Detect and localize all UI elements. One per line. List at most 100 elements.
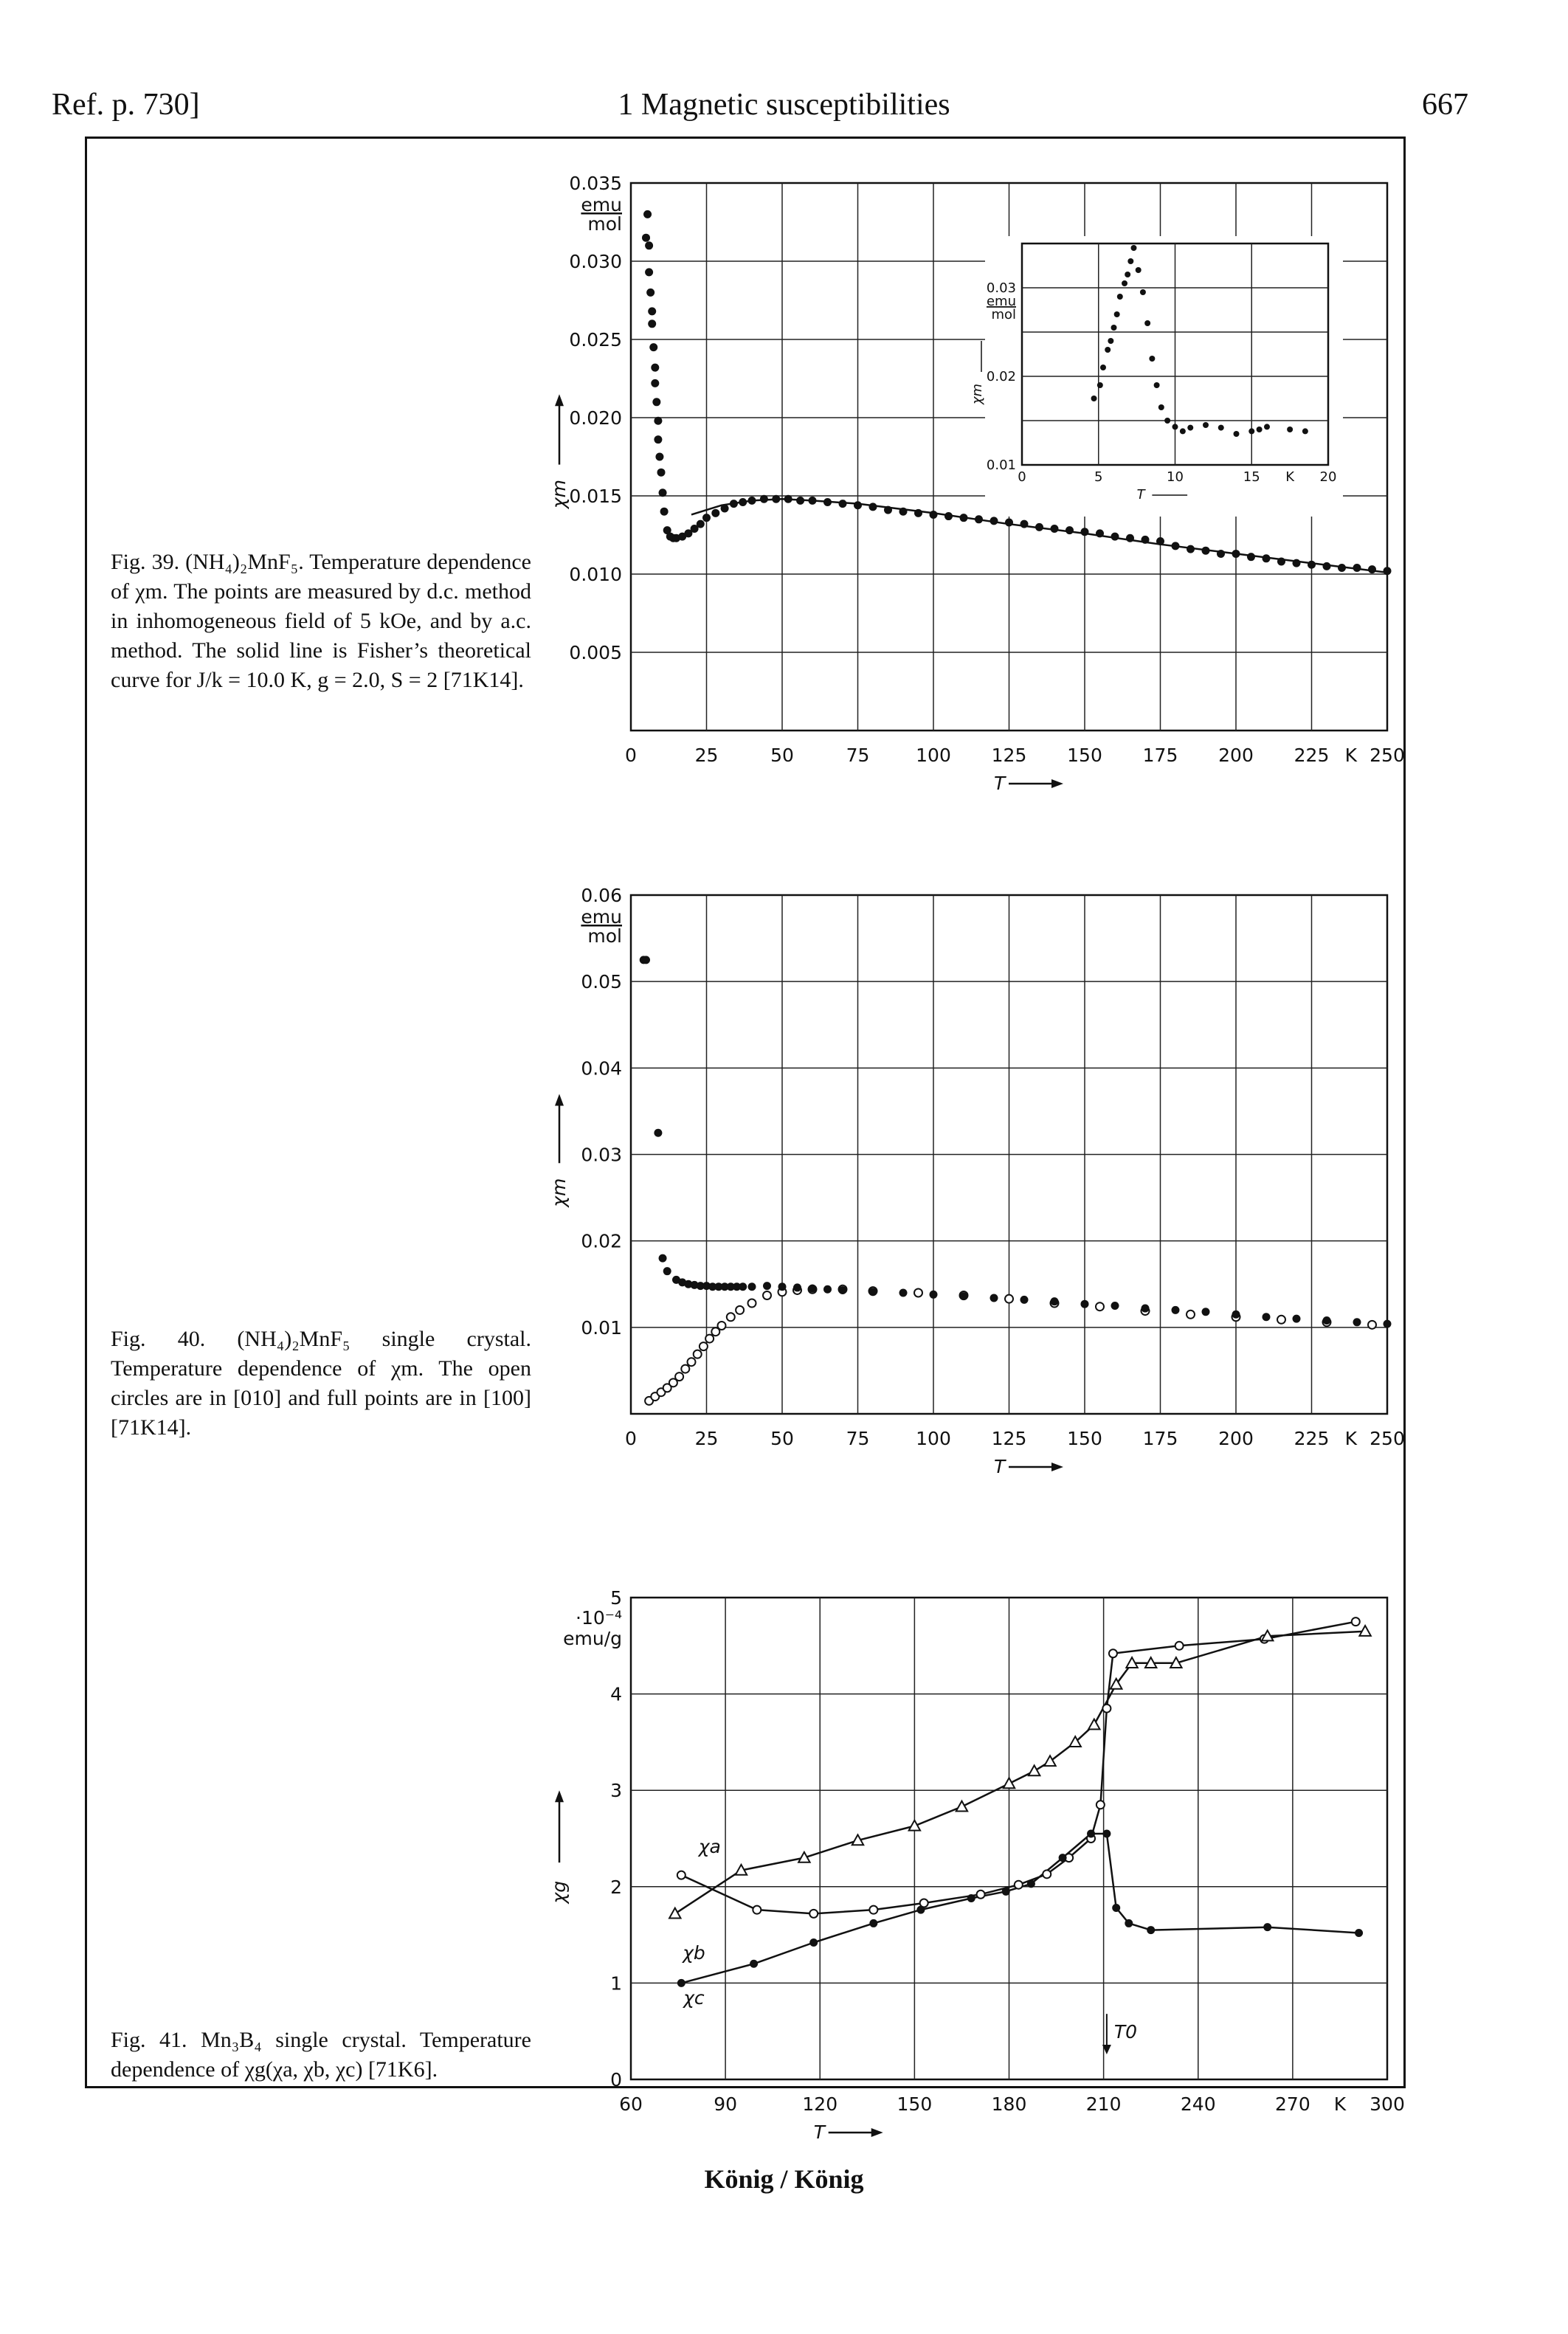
fig39-data-point — [1277, 557, 1285, 566]
fig39-data-point — [651, 379, 660, 387]
fig39-data-point — [1171, 542, 1180, 550]
caption-fig41: Fig. 41. Mn₃B₄ single crystal. Temperatu… — [111, 2028, 531, 2082]
fig40-xtick: 225 — [1294, 1428, 1330, 1449]
fig41-point-chib — [1068, 1735, 1082, 1748]
fig39-data-point — [1322, 562, 1331, 570]
fig39-xtick: 200 — [1218, 745, 1254, 766]
fig40-open-point — [698, 1342, 708, 1352]
fig41-ytick: 3 — [610, 1780, 622, 1801]
fig40-filled-point — [763, 1282, 771, 1291]
fig41-ytick: 0 — [610, 2069, 622, 2090]
fig39-inset-point — [1203, 422, 1209, 428]
fig40-filled-point — [1111, 1302, 1119, 1311]
fig39-inset-point — [1108, 338, 1114, 344]
fig39-data-point — [854, 501, 862, 510]
fig39-inset-point — [1122, 280, 1128, 286]
fig40-xtick: 50 — [770, 1428, 794, 1449]
fig39-y-arrow-head — [555, 394, 564, 407]
fig39-data-point — [1232, 549, 1240, 558]
fig39-inset-yunit: mol — [991, 307, 1016, 322]
fig41-point-chia — [868, 1905, 879, 1915]
fig40-filled-point — [1171, 1305, 1180, 1314]
fig41-point-chib — [1002, 1776, 1016, 1789]
fig41-xlabel: T — [814, 2121, 826, 2143]
fig40-filled-point — [1020, 1295, 1029, 1304]
fig41-point-chic — [1355, 1928, 1364, 1937]
fig41-xtick: 270 — [1275, 2093, 1310, 2115]
fig41-yunit-0: ·10⁻⁴ — [576, 1607, 622, 1629]
fig40-open-point — [711, 1327, 721, 1337]
fig39-data-point — [678, 532, 687, 541]
fig39-xtick: 50 — [770, 745, 794, 766]
fig40-xtick: 75 — [846, 1428, 870, 1449]
fig41-xtick: 90 — [714, 2093, 737, 2115]
fig40-ytick: 0.04 — [581, 1057, 622, 1079]
fig40-xtick: 25 — [695, 1428, 719, 1449]
fig41-point-chib — [1260, 1629, 1275, 1642]
fig41-point-chia — [1013, 1879, 1023, 1890]
fig40-y-arrow-head — [555, 1094, 564, 1106]
fig40-filled-point — [868, 1288, 877, 1297]
fig40-filled-point — [720, 1282, 729, 1291]
fig39-inset-point — [1158, 404, 1164, 410]
fig39-inset-xtick: 15 — [1243, 469, 1260, 485]
fig39-data-point — [729, 500, 738, 508]
fig40-open-point — [747, 1298, 757, 1308]
fig39-data-point — [1338, 564, 1346, 573]
fig39-inset-point — [1125, 272, 1131, 277]
fig41-point-chic — [1058, 1854, 1067, 1862]
fig40-open-point — [716, 1320, 727, 1330]
fig40-filled-point — [1050, 1297, 1059, 1306]
fig39-data-point — [645, 268, 654, 277]
fig40-xtick: 175 — [1143, 1428, 1178, 1449]
fig39-data-point — [658, 488, 667, 497]
fig41-xtick: 180 — [992, 2093, 1027, 2115]
fig39-data-point — [959, 514, 968, 522]
fig40-filled-point — [726, 1282, 735, 1291]
fig39-inset-point — [1135, 267, 1142, 273]
fig39-data-point — [1383, 567, 1392, 576]
fig41-point-chib — [1169, 1656, 1184, 1668]
fig39-yunit-1: mol — [587, 213, 622, 235]
fig41-point-chic — [1026, 1879, 1035, 1888]
fig39-inset-point — [1218, 424, 1224, 431]
fig40-filled-point — [1383, 1319, 1392, 1328]
fig39-data-point — [808, 496, 817, 505]
fig39-inset-point — [1105, 347, 1111, 353]
fig40-xtick: 250 — [1370, 1428, 1405, 1449]
fig39-data-point — [1141, 535, 1150, 544]
fig41-point-chib — [1144, 1656, 1158, 1668]
fig39-inset-point — [1302, 428, 1308, 435]
fig39-data-point — [648, 320, 657, 328]
fig41-t0-arrow-head — [1102, 2044, 1111, 2055]
fig39-inset-point — [1144, 320, 1151, 326]
fig39-inset-xtick: 0 — [1018, 469, 1026, 485]
fig40-xtick: 150 — [1067, 1428, 1102, 1449]
fig40-xtick: 200 — [1218, 1428, 1254, 1449]
fig41-point-chia — [676, 1870, 686, 1880]
fig40-filled-point — [1322, 1316, 1331, 1325]
fig41-curve-chib — [674, 1630, 1366, 1915]
fig40-ytick: 0.02 — [581, 1231, 622, 1252]
fig41-point-chib — [1125, 1656, 1139, 1668]
fig40-open-point — [1277, 1314, 1286, 1325]
fig41-point-chia — [975, 1889, 986, 1899]
fig40-xtick: 125 — [992, 1428, 1027, 1449]
fig39-data-point — [838, 500, 847, 508]
fig40-open-point — [1004, 1294, 1014, 1304]
fig40-filled-point — [1353, 1318, 1361, 1327]
fig41-point-chia — [1102, 1703, 1112, 1713]
fig41-point-chic — [677, 1978, 685, 1987]
fig40-open-point — [686, 1357, 697, 1367]
fig40-ytick: 0.06 — [581, 885, 622, 906]
fig41-point-chia — [752, 1905, 762, 1915]
fig39-inset-xtick: 20 — [1320, 469, 1337, 485]
fig41-t0-label: T0 — [1114, 2021, 1137, 2043]
fig39-inset-ytick: 0.01 — [987, 458, 1016, 473]
fig41-point-chic — [1263, 1923, 1272, 1932]
fig39-x-arrow-head — [1051, 779, 1063, 788]
fig39-inset-point — [1139, 289, 1146, 295]
fig39-data-point — [1020, 519, 1029, 528]
fig41-ytick: 1 — [610, 1972, 622, 1994]
